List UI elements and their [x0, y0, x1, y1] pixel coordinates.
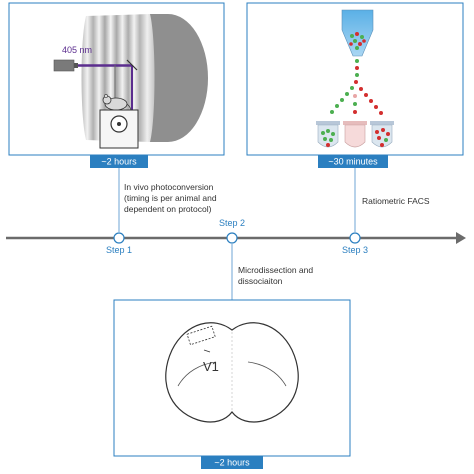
droplet-stream: [330, 59, 383, 115]
brain-inner-contour-left: [177, 361, 217, 387]
step2-annotation-line2: dissociaiton: [238, 276, 283, 286]
step1-annotation-line3: dependent on protocol): [124, 204, 212, 214]
brain-panel: V1 ~2 hours: [113, 299, 351, 469]
laser-source: [53, 59, 75, 72]
duration-badge-facs: [318, 155, 388, 168]
duration-badge-photo: [90, 155, 148, 168]
tube-middle: [343, 121, 367, 148]
tube-green: [316, 121, 340, 148]
laser-wavelength-label: 405 nm: [62, 45, 92, 55]
step1-marker: [113, 232, 125, 244]
step1-label: Step 1: [106, 245, 132, 255]
step1-annotation-line2: (timing is per animal and: [124, 193, 217, 203]
brain-inner-contour-right: [247, 361, 287, 387]
region-pointer: [203, 349, 211, 353]
laser-mirror: [126, 59, 138, 71]
dissection-region-box: [186, 325, 216, 346]
tube-red: [370, 121, 394, 148]
step3-marker: [349, 232, 361, 244]
ball-axle: [117, 122, 121, 126]
step2-marker: [226, 232, 238, 244]
step1-annotation: In vivo photoconversion (timing is per a…: [124, 182, 217, 214]
duration-label-facs: ~30 minutes: [328, 157, 378, 167]
brain-region-label: V1: [203, 359, 219, 374]
mouse-icon: [102, 94, 132, 115]
duration-label-brain: ~2 hours: [214, 458, 250, 468]
photoconversion-panel: 405 nm ~2 hours: [8, 2, 225, 168]
duration-label-photo: ~2 hours: [101, 157, 137, 167]
drum-back: [150, 14, 208, 142]
timeline: Step 1 Step 2 Step 3: [6, 218, 466, 255]
facs-panel: ~30 minutes: [246, 2, 464, 168]
step2-annotation-line1: Microdissection and: [238, 265, 313, 275]
timeline-arrowhead: [456, 232, 466, 244]
step2-annotation: Microdissection and dissociaiton: [238, 265, 313, 286]
step1-annotation-line1: In vivo photoconversion: [124, 182, 214, 192]
step2-label: Step 2: [219, 218, 245, 228]
nozzle-cells: [349, 32, 366, 50]
step3-label: Step 3: [342, 245, 368, 255]
laser-aperture: [74, 63, 78, 68]
step3-annotation: Ratiometric FACS: [362, 196, 430, 206]
duration-badge-brain: [201, 456, 263, 469]
